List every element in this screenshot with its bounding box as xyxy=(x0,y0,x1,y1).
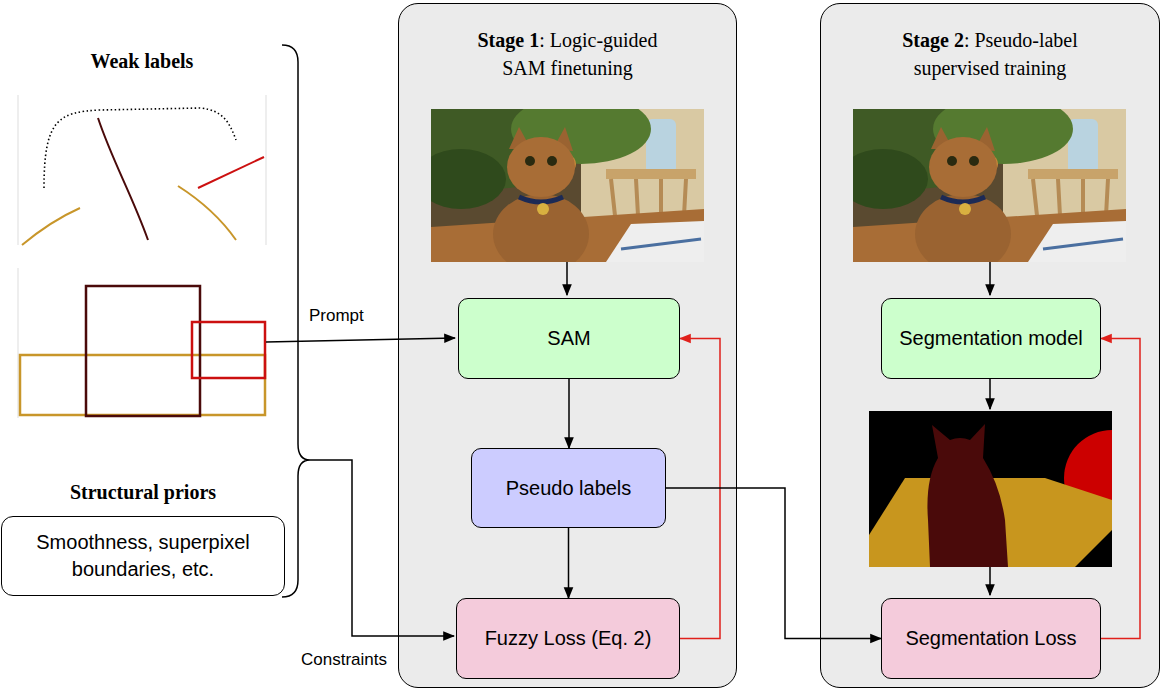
image-arrow xyxy=(989,378,991,409)
stage-name: Stage 2 xyxy=(902,29,964,51)
edge-label: Constraints xyxy=(299,649,389,671)
process-box: Segmentation model xyxy=(881,298,1101,379)
feedback-arrow xyxy=(1101,339,1140,639)
section-heading: Weak labels xyxy=(42,48,242,74)
box-text: Segmentation model xyxy=(893,326,1088,351)
prior-box: Structural priorsSmoothness, superpixel … xyxy=(1,516,285,596)
loss-box: Segmentation Loss xyxy=(881,598,1101,679)
image-arrow xyxy=(566,262,568,295)
scribble-illustration xyxy=(18,95,266,245)
edge-label: Prompt xyxy=(309,305,364,327)
box-text: Segmentation Loss xyxy=(899,626,1082,651)
box-text: Smoothness, superpixel boundaries, etc. xyxy=(2,529,284,583)
stage-panel: Stage 1: Logic-guided SAM finetuningSAM P… xyxy=(398,3,737,688)
constraints-wire xyxy=(310,460,454,636)
input-photo xyxy=(401,89,704,274)
section-heading: Structural priors xyxy=(0,479,294,505)
flow-arrow xyxy=(568,528,570,598)
stage-name: Stage 1 xyxy=(478,29,540,51)
image-arrow xyxy=(989,567,991,595)
flow-arrow xyxy=(666,488,881,639)
panel-title: Stage 2: Pseudo-label supervised trainin… xyxy=(888,26,1093,82)
box-prompt-illustration xyxy=(18,268,265,418)
image-arrow xyxy=(989,262,991,295)
panel-title: Stage 1: Logic-guided SAM finetuning xyxy=(465,26,670,82)
segmentation-mask xyxy=(869,411,1112,567)
flow-arrow xyxy=(568,379,570,448)
box-text: Fuzzy Loss (Eq. 2) xyxy=(479,626,658,651)
loss-box: Fuzzy Loss (Eq. 2) xyxy=(456,598,680,679)
process-box: SAM xyxy=(458,298,680,379)
input-photo xyxy=(823,89,1126,274)
prompt-wire xyxy=(266,338,455,342)
process-box: Pseudo labels xyxy=(471,448,666,528)
curly-brace xyxy=(282,45,310,597)
box-text: SAM xyxy=(541,326,596,351)
box-text: Pseudo labels xyxy=(500,476,638,501)
